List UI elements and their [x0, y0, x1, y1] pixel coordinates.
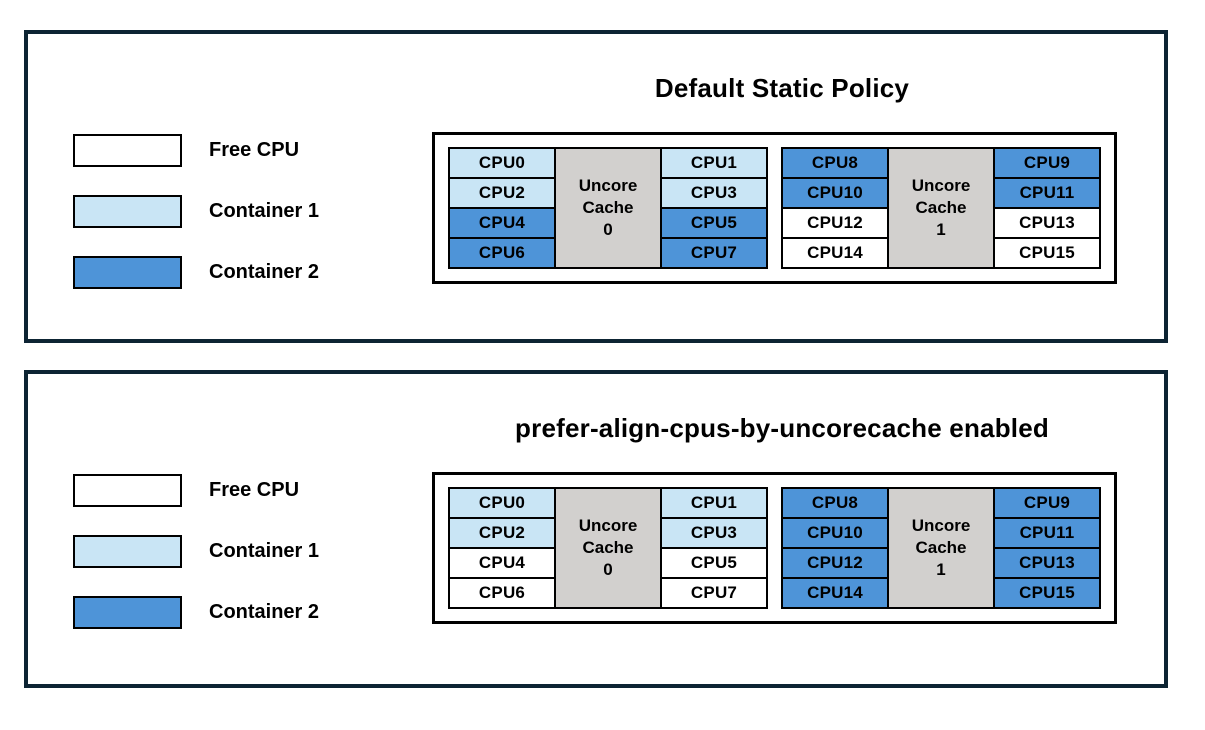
cpu-cell: CPU9 — [993, 487, 1101, 519]
legend-label: Free CPU — [209, 479, 300, 501]
cpu-column-left: CPU8 CPU10 CPU12 CPU14 — [781, 487, 889, 609]
uncore-cache-box: Uncore Cache 0 — [554, 487, 662, 609]
uncore-cache-0-group: CPU0 CPU2 CPU4 CPU6 Uncore Cache 0 CPU1 … — [448, 147, 768, 269]
legend-row-container-1: Container 1 — [73, 195, 432, 228]
cpu-cell: CPU6 — [448, 237, 556, 269]
panel-title: prefer-align-cpus-by-uncorecache enabled — [515, 413, 1049, 443]
legend-swatch-free-cpu — [73, 134, 182, 167]
cpu-cell: CPU11 — [993, 517, 1101, 549]
cpu-cell: CPU12 — [781, 547, 889, 579]
cpu-cell: CPU7 — [660, 577, 768, 609]
cpu-cell: CPU7 — [660, 237, 768, 269]
panel-body: Free CPU Container 1 Container 2 CPU0 CP… — [28, 132, 1164, 289]
cpu-cell: CPU10 — [781, 177, 889, 209]
legend-row-container-2: Container 2 — [73, 596, 432, 629]
panel-prefer-align-uncorecache: prefer-align-cpus-by-uncorecache enabled… — [24, 370, 1168, 688]
cpu-cell: CPU10 — [781, 517, 889, 549]
uncore-cache-0-group: CPU0 CPU2 CPU4 CPU6 Uncore Cache 0 CPU1 … — [448, 487, 768, 609]
legend: Free CPU Container 1 Container 2 — [28, 132, 432, 289]
cpu-cell: CPU13 — [993, 207, 1101, 239]
panel-title: Default Static Policy — [654, 73, 910, 103]
cpu-column-right: CPU1 CPU3 CPU5 CPU7 — [660, 487, 768, 609]
cpu-column-left: CPU0 CPU2 CPU4 CPU6 — [448, 147, 556, 269]
cpu-cell: CPU5 — [660, 207, 768, 239]
cpu-column-left: CPU0 CPU2 CPU4 CPU6 — [448, 487, 556, 609]
cpu-cell: CPU6 — [448, 577, 556, 609]
cpu-cell: CPU5 — [660, 547, 768, 579]
cpu-cell: CPU8 — [781, 487, 889, 519]
uncore-cache-1-group: CPU8 CPU10 CPU12 CPU14 Uncore Cache 1 CP… — [781, 147, 1101, 269]
legend-swatch-container-2 — [73, 256, 182, 289]
cpu-cell: CPU15 — [993, 577, 1101, 609]
page: Default Static Policy Free CPU Container… — [24, 30, 1168, 688]
legend-swatch-free-cpu — [73, 474, 182, 507]
legend-label: Container 1 — [209, 540, 320, 562]
legend: Free CPU Container 1 Container 2 — [28, 472, 432, 629]
cpu-cell: CPU14 — [781, 577, 889, 609]
legend-swatch-container-1 — [73, 195, 182, 228]
cpu-cell: CPU2 — [448, 517, 556, 549]
uncore-cache-box: Uncore Cache 0 — [554, 147, 662, 269]
legend-label: Container 2 — [209, 261, 320, 283]
uncore-cache-box: Uncore Cache 1 — [887, 487, 995, 609]
legend-row-container-1: Container 1 — [73, 535, 432, 568]
panel-default-static-policy: Default Static Policy Free CPU Container… — [24, 30, 1168, 343]
cpu-cell: CPU3 — [660, 177, 768, 209]
cpu-cell: CPU0 — [448, 487, 556, 519]
cpu-cell: CPU1 — [660, 147, 768, 179]
legend-label: Free CPU — [209, 139, 300, 161]
cpu-cell: CPU0 — [448, 147, 556, 179]
cpu-cell: CPU8 — [781, 147, 889, 179]
uncore-cache-1-group: CPU8 CPU10 CPU12 CPU14 Uncore Cache 1 CP… — [781, 487, 1101, 609]
cpu-column-right: CPU1 CPU3 CPU5 CPU7 — [660, 147, 768, 269]
cpu-cell: CPU4 — [448, 547, 556, 579]
cpu-cell: CPU12 — [781, 207, 889, 239]
panel-body: Free CPU Container 1 Container 2 CPU0 CP… — [28, 472, 1164, 629]
cpu-column-right: CPU9 CPU11 CPU13 CPU15 — [993, 487, 1101, 609]
cpu-cell: CPU15 — [993, 237, 1101, 269]
cpu-diagram: CPU0 CPU2 CPU4 CPU6 Uncore Cache 0 CPU1 … — [432, 132, 1117, 284]
cpu-column-left: CPU8 CPU10 CPU12 CPU14 — [781, 147, 889, 269]
cpu-cell: CPU1 — [660, 487, 768, 519]
legend-label: Container 1 — [209, 200, 320, 222]
cpu-cell: CPU4 — [448, 207, 556, 239]
legend-row-free-cpu: Free CPU — [73, 134, 432, 167]
legend-row-container-2: Container 2 — [73, 256, 432, 289]
cpu-cell: CPU14 — [781, 237, 889, 269]
legend-label: Container 2 — [209, 601, 320, 623]
uncore-cache-box: Uncore Cache 1 — [887, 147, 995, 269]
cpu-cell: CPU11 — [993, 177, 1101, 209]
legend-row-free-cpu: Free CPU — [73, 474, 432, 507]
cpu-cell: CPU3 — [660, 517, 768, 549]
legend-swatch-container-1 — [73, 535, 182, 568]
cpu-cell: CPU13 — [993, 547, 1101, 579]
cpu-column-right: CPU9 CPU11 CPU13 CPU15 — [993, 147, 1101, 269]
cpu-diagram: CPU0 CPU2 CPU4 CPU6 Uncore Cache 0 CPU1 … — [432, 472, 1117, 624]
legend-swatch-container-2 — [73, 596, 182, 629]
cpu-cell: CPU2 — [448, 177, 556, 209]
cpu-cell: CPU9 — [993, 147, 1101, 179]
